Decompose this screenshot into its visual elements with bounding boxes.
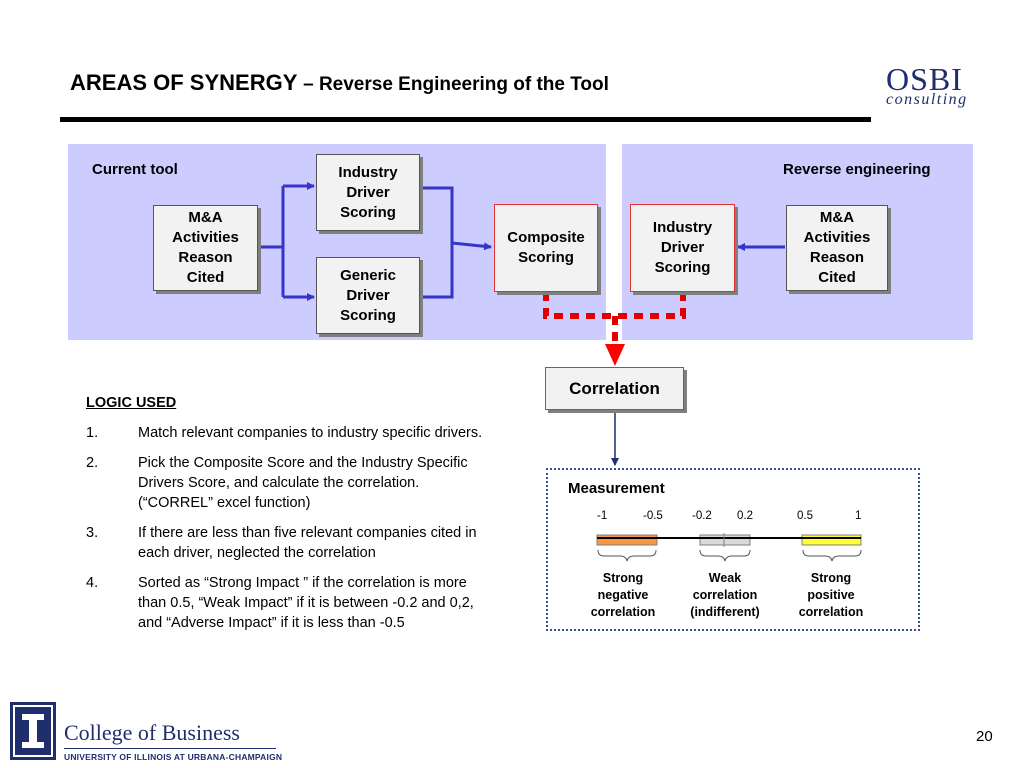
osbi-logo-tagline: consulting [886, 91, 968, 108]
scale-tick-label: 0.5 [797, 510, 813, 522]
logic-item-text: Sorted as “Strong Impact ” if the correl… [138, 575, 474, 631]
scale-tick-label: -0.2 [692, 510, 712, 522]
reverse-engineering-label: Reverse engineering [783, 161, 931, 178]
scale-tick-label: -1 [597, 510, 608, 522]
logic-item: 2. Pick the Composite Score and the Indu… [86, 453, 496, 513]
strong-positive-label: Strong positive correlation [798, 571, 864, 619]
measurement-box [546, 468, 920, 631]
page-number: 20 [976, 728, 993, 745]
scale-tick-label: 1 [855, 510, 862, 522]
ma-activities-box-left: M&A Activities Reason Cited [153, 205, 258, 291]
logic-item-number: 1. [86, 425, 99, 441]
logic-item-text: Match relevant companies to industry spe… [138, 425, 483, 441]
logic-item: 3. If there are less than five relevant … [86, 523, 496, 563]
footer-divider [64, 748, 276, 749]
title-divider [60, 117, 871, 122]
scale-tick-label: 0.2 [737, 510, 753, 522]
logic-item-number: 3. [86, 525, 99, 541]
university-block-i-logo [10, 702, 56, 760]
logic-item-text: Pick the Composite Score and the Industr… [138, 455, 468, 511]
weak-segment [699, 534, 751, 546]
page-title: AREAS OF SYNERGY – Reverse Engineering o… [70, 70, 609, 96]
ma-activities-box-right: M&A Activities Reason Cited [786, 205, 888, 291]
logic-item: 4. Sorted as “Strong Impact ” if the cor… [86, 573, 496, 633]
industry-driver-scoring-box-right: Industry Driver Scoring [630, 204, 735, 292]
logic-used-section: LOGIC USED 1. Match relevant companies t… [86, 393, 496, 643]
title-subtitle: – Reverse Engineering of the Tool [303, 74, 609, 95]
generic-driver-scoring-box: Generic Driver Scoring [316, 257, 420, 334]
logic-item-number: 2. [86, 455, 99, 471]
industry-driver-scoring-box-left: Industry Driver Scoring [316, 154, 420, 231]
measurement-scale [596, 533, 862, 562]
logic-item-number: 4. [86, 575, 99, 591]
measurement-title: Measurement [568, 480, 665, 497]
osbi-logo: OSBI [886, 61, 963, 97]
correlation-box: Correlation [545, 367, 684, 410]
current-tool-label: Current tool [92, 161, 178, 178]
weak-correlation-label: Weak correlation (indifferent) [690, 571, 760, 619]
strong-negative-segment [596, 534, 658, 546]
scale-tick-label: -0.5 [643, 510, 663, 522]
strong-positive-segment [801, 534, 862, 546]
logic-title: LOGIC USED [86, 395, 177, 411]
composite-scoring-box: Composite Scoring [494, 204, 598, 292]
logic-item-text: If there are less than five relevant com… [138, 525, 477, 561]
logic-item: 1. Match relevant companies to industry … [86, 423, 496, 443]
title-main: AREAS OF SYNERGY [70, 70, 297, 95]
university-name: UNIVERSITY OF ILLINOIS AT URBANA-CHAMPAI… [64, 752, 283, 762]
strong-negative-label: Strong negative correlation [590, 571, 656, 619]
college-name: College of Business [64, 720, 240, 745]
